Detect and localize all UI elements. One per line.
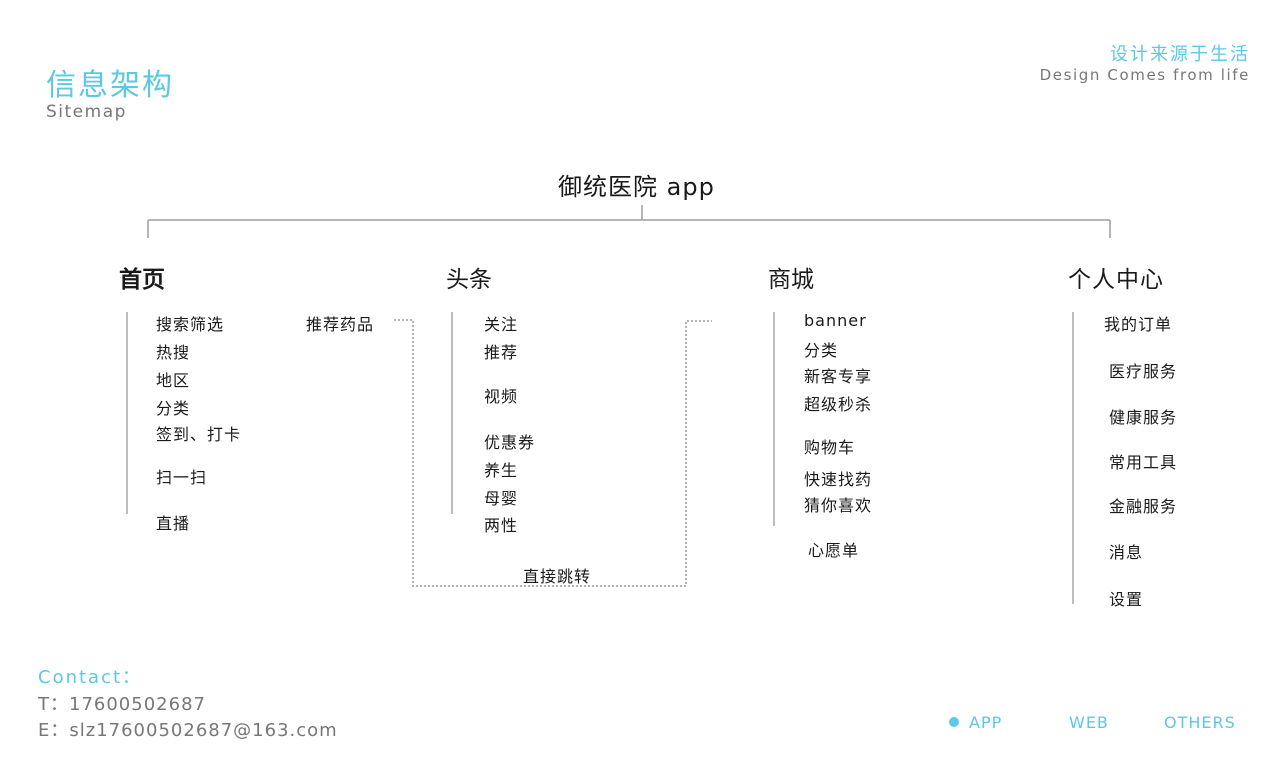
mall-item: banner <box>804 311 867 330</box>
mall-item: 购物车 <box>804 438 856 457</box>
section-title-home: 首页 <box>119 267 165 293</box>
nav-item-others[interactable]: OTHERS <box>1164 713 1236 732</box>
news-item: 优惠券 <box>484 433 536 452</box>
active-nav-dot-icon <box>949 717 959 727</box>
section-rule-home <box>126 312 128 514</box>
section-rule-news <box>451 312 453 514</box>
mall-item: 猜你喜欢 <box>804 496 873 515</box>
mall-item: 心愿单 <box>808 541 860 560</box>
mall-item: 超级秒杀 <box>804 395 873 414</box>
news-item: 养生 <box>484 461 519 480</box>
slogan-en: Design Comes from life <box>1039 66 1250 84</box>
profile-item: 金融服务 <box>1109 497 1178 516</box>
profile-item: 消息 <box>1109 543 1144 562</box>
page-title: 信息架构 <box>46 68 174 103</box>
news-item: 两性 <box>484 516 519 535</box>
jump-dotted-path <box>394 319 712 587</box>
news-item: 关注 <box>484 315 519 334</box>
section-title-profile: 个人中心 <box>1068 267 1164 293</box>
jump-connector-label: 直接跳转 <box>523 567 592 586</box>
profile-item: 我的订单 <box>1104 315 1173 334</box>
profile-item: 医疗服务 <box>1109 362 1178 381</box>
home-item: 搜索筛选 <box>156 315 225 334</box>
section-rule-mall <box>773 312 775 526</box>
profile-item: 设置 <box>1109 590 1144 609</box>
news-item: 推荐 <box>484 343 519 362</box>
news-item: 视频 <box>484 387 519 406</box>
slogan-cn: 设计来源于生活 <box>1110 44 1250 65</box>
home-item: 直播 <box>156 514 191 533</box>
page-subtitle: Sitemap <box>46 102 127 122</box>
home-recommend-label: 推荐药品 <box>306 315 375 334</box>
home-item: 热搜 <box>156 343 191 362</box>
home-item: 分类 <box>156 399 191 418</box>
section-rule-profile <box>1072 312 1074 604</box>
contact-email: E：slz17600502687@163.com <box>38 720 338 741</box>
home-item: 地区 <box>156 371 191 390</box>
contact-phone: T：17600502687 <box>38 694 206 715</box>
mall-item: 新客专享 <box>804 367 873 386</box>
root-node-label: 御统医院 app <box>558 173 715 201</box>
section-title-mall: 商城 <box>768 267 814 293</box>
nav-item-app[interactable]: APP <box>969 713 1003 732</box>
profile-item: 健康服务 <box>1109 408 1178 427</box>
contact-label: Contact： <box>38 667 143 688</box>
nav-item-web[interactable]: WEB <box>1069 713 1109 732</box>
mall-item: 分类 <box>804 341 839 360</box>
mall-item: 快速找药 <box>804 470 873 489</box>
profile-item: 常用工具 <box>1109 453 1178 472</box>
news-item: 母婴 <box>484 489 519 508</box>
section-title-news: 头条 <box>446 267 492 293</box>
home-item: 签到、打卡 <box>156 425 242 444</box>
home-item: 扫一扫 <box>156 468 208 487</box>
